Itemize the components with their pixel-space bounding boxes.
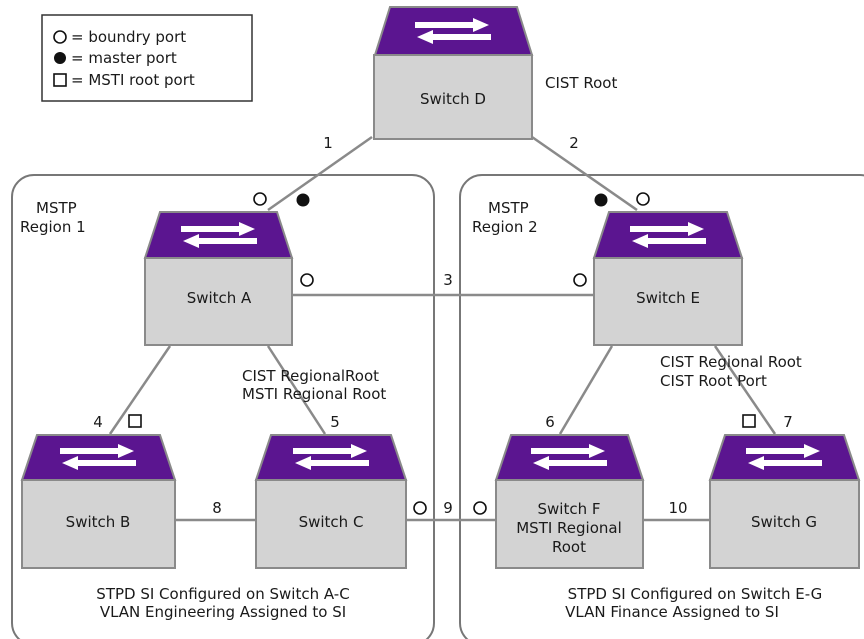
switch-f-label-line3: Root bbox=[552, 538, 586, 556]
switch-g: Switch G bbox=[708, 434, 861, 569]
region1-label-line1: MSTP bbox=[36, 199, 77, 217]
legend-master-label: = master port bbox=[71, 49, 177, 67]
switch-c-body bbox=[255, 479, 407, 569]
switch-d-top bbox=[373, 6, 534, 56]
region2-label-line2: Region 2 bbox=[472, 218, 538, 236]
master-port-icon bbox=[296, 193, 310, 207]
boundary-port-icon bbox=[573, 273, 587, 287]
cist-root-label: CIST Root bbox=[545, 74, 617, 92]
switch-e-annotation-line2: CIST Root Port bbox=[660, 372, 767, 390]
link-3-label: 3 bbox=[443, 271, 453, 289]
region2-label-line1: MSTP bbox=[488, 199, 529, 217]
switch-d-body bbox=[373, 54, 533, 140]
link-1-line bbox=[267, 135, 373, 212]
link-4-label: 4 bbox=[93, 413, 103, 431]
region2-footer-line2: VLAN Finance Assigned to SI bbox=[565, 603, 779, 621]
link-5-line bbox=[266, 345, 327, 435]
link-2-line bbox=[531, 135, 638, 212]
master-port-icon bbox=[54, 52, 66, 64]
region1-footer-line2: VLAN Engineering Assigned to SI bbox=[100, 603, 346, 621]
switch-g-top bbox=[708, 434, 861, 481]
switch-d-label: Switch D bbox=[420, 90, 486, 108]
switch-e: Switch E bbox=[592, 211, 744, 346]
switch-c-top bbox=[254, 434, 408, 481]
msti-root-port-icon bbox=[53, 73, 67, 87]
legend: = boundry port = master port = MSTI root… bbox=[41, 14, 253, 102]
link-5-label: 5 bbox=[330, 413, 340, 431]
switch-d: Switch D bbox=[373, 6, 534, 140]
boundary-port-icon bbox=[53, 30, 67, 44]
region2-box bbox=[459, 174, 864, 639]
switch-g-label: Switch G bbox=[751, 513, 817, 531]
legend-boundary-label: = boundry port bbox=[71, 28, 186, 46]
switch-e-label: Switch E bbox=[636, 289, 700, 307]
switch-f-label-line1: Switch F bbox=[538, 500, 601, 518]
switch-f: Switch F MSTI Regional Root bbox=[494, 434, 645, 569]
boundary-port-icon bbox=[253, 192, 267, 206]
link-7-label: 7 bbox=[783, 413, 793, 431]
switch-a-label: Switch A bbox=[187, 289, 252, 307]
region2-footer-line1: STPD SI Configured on Switch E-G bbox=[568, 585, 823, 603]
switch-f-label-line2: MSTI Regional bbox=[516, 519, 622, 537]
msti-root-port-icon bbox=[128, 414, 142, 428]
switch-a-annotation-line2: MSTI Regional Root bbox=[242, 385, 386, 403]
switch-e-body bbox=[593, 257, 743, 346]
switch-c-label: Switch C bbox=[299, 513, 364, 531]
switch-c: Switch C bbox=[254, 434, 408, 569]
switch-b: Switch B bbox=[20, 434, 177, 569]
switch-a: Switch A bbox=[143, 211, 294, 346]
link-2-label: 2 bbox=[569, 134, 579, 152]
boundary-port-icon bbox=[300, 273, 314, 287]
switch-f-top bbox=[494, 434, 645, 481]
msti-root-port-icon bbox=[742, 414, 756, 428]
switch-f-body bbox=[495, 479, 644, 569]
switch-g-body bbox=[709, 479, 860, 569]
link-6-label: 6 bbox=[545, 413, 555, 431]
region1-footer-line1: STPD SI Configured on Switch A-C bbox=[96, 585, 349, 603]
boundary-port-icon bbox=[473, 501, 487, 515]
switch-a-annotation-line1: CIST RegionalRoot bbox=[242, 367, 379, 385]
master-port-icon bbox=[594, 193, 608, 207]
link-9-label: 9 bbox=[443, 499, 453, 517]
region1-box bbox=[11, 174, 435, 639]
switch-e-top bbox=[592, 211, 744, 259]
switch-e-annotation-line1: CIST Regional Root bbox=[660, 353, 802, 371]
legend-msti-root-label: = MSTI root port bbox=[71, 71, 195, 89]
link-7-line bbox=[713, 345, 777, 435]
switch-b-top bbox=[20, 434, 177, 481]
boundary-port-icon bbox=[636, 192, 650, 206]
link-8-label: 8 bbox=[212, 499, 222, 517]
switch-a-top bbox=[143, 211, 294, 259]
switch-b-label: Switch B bbox=[66, 513, 131, 531]
link-10-label: 10 bbox=[668, 499, 687, 517]
switch-a-body bbox=[144, 257, 293, 346]
legend-box bbox=[41, 14, 253, 102]
link-1-label: 1 bbox=[323, 134, 333, 152]
switch-b-body bbox=[21, 479, 176, 569]
link-4-line bbox=[108, 345, 172, 435]
boundary-port-icon bbox=[413, 501, 427, 515]
region1-label-line2: Region 1 bbox=[20, 218, 86, 236]
link-6-line bbox=[558, 345, 614, 435]
